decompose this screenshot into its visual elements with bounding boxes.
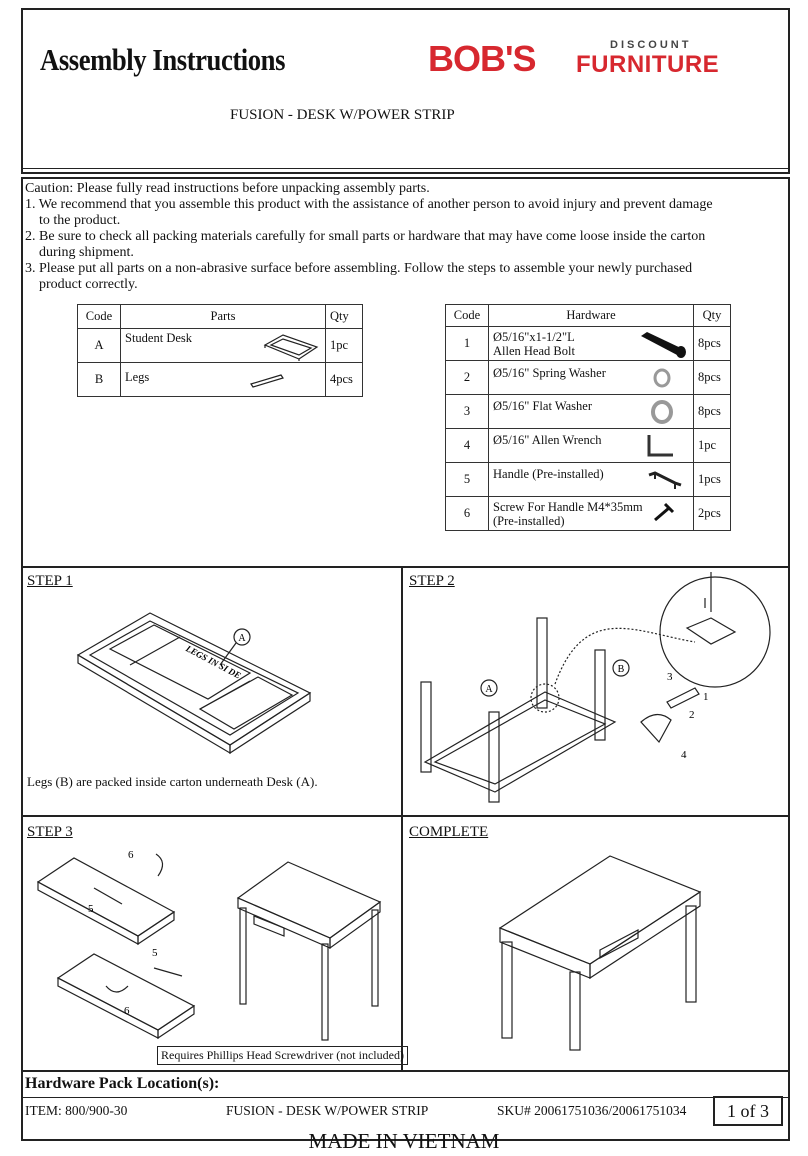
step3-num-5b: 5 — [152, 947, 158, 959]
complete-illustration — [498, 855, 702, 1051]
intro-text: Caution: Please fully read instructions … — [25, 181, 785, 293]
step1-note: Legs (B) are packed inside carton undern… — [27, 774, 318, 789]
hw-code-1: 1 — [445, 326, 489, 361]
step3-num-6a: 6 — [128, 849, 134, 861]
parts-name-desk: Student Desk — [125, 330, 193, 345]
step3-tool-note: Requires Phillips Head Screwdriver (not … — [157, 1046, 408, 1065]
parts-qty-b: 4pcs — [325, 362, 363, 397]
logo-furniture: FURNITURE — [576, 51, 720, 78]
logo-discount: DISCOUNT — [610, 39, 692, 51]
intro-item-2-cont: during shipment. — [39, 245, 134, 260]
footer-sku: SKU# 20061751036/20061751034 — [497, 1103, 687, 1118]
parts-qty-a: 1pc — [325, 328, 363, 363]
page-number: 1 of 3 — [713, 1096, 783, 1126]
parts-header-parts: Parts — [120, 304, 326, 329]
hw-qty-3: 8pcs — [693, 394, 731, 429]
hw-row-handle: Handle (Pre-installed) — [488, 462, 694, 497]
step2-num-2: 2 — [689, 709, 695, 721]
step3-label: STEP 3 — [27, 824, 73, 840]
step2-label: STEP 2 — [409, 573, 455, 589]
parts-code-b: B — [77, 362, 121, 397]
page-title: Assembly Instructions — [40, 42, 286, 77]
made-in: MADE IN VIETNAM — [308, 1129, 500, 1153]
header-box — [21, 8, 790, 174]
step2-num-4: 4 — [681, 749, 687, 761]
steps-vertical-line — [401, 566, 403, 1070]
hw-header-hardware: Hardware — [488, 304, 694, 327]
hw-name-2: Ø5/16" Spring Washer — [493, 365, 606, 380]
parts-row-desk: Student Desk — [120, 328, 326, 363]
hw-row-allen-wrench: Ø5/16" Allen Wrench — [488, 428, 694, 463]
screw-icon — [654, 502, 675, 521]
hw-name-5: Handle (Pre-installed) — [493, 466, 604, 481]
hw-code-6: 6 — [445, 496, 489, 531]
intro-item-3: 3. Please put all parts on a non-abrasiv… — [25, 261, 693, 276]
parts-header-qty: Qty — [325, 304, 363, 329]
hardware-pack-location: Hardware Pack Location(s): — [25, 1075, 220, 1092]
intro-item-2: 2. Be sure to check all packing material… — [25, 229, 706, 244]
hw-qty-1: 8pcs — [693, 326, 731, 361]
steps-bottom-line — [21, 1070, 790, 1072]
intro-item-3-cont: product correctly. — [39, 277, 138, 292]
step2-num-1: 1 — [703, 691, 709, 703]
hw-header-code: Code — [445, 304, 489, 327]
hw-name-3: Ø5/16" Flat Washer — [493, 398, 592, 413]
intro-item-1-cont: to the product. — [39, 213, 121, 228]
complete-label: COMPLETE — [409, 824, 489, 840]
hw-name-4: Ø5/16" Allen Wrench — [493, 432, 602, 447]
step3-illustration: 6 5 5 6 — [36, 849, 382, 1041]
hw-code-5: 5 — [445, 462, 489, 497]
step3-num-5a: 5 — [88, 903, 94, 915]
hw-name-1a: Ø5/16"x1-1/2"L — [493, 329, 575, 344]
allen-wrench-icon — [647, 434, 673, 456]
brand-logo: BOB'S DISCOUNT FURNITURE — [428, 38, 748, 80]
hw-name-1b: Allen Head Bolt — [493, 343, 575, 358]
step1-callout-a: A — [238, 633, 246, 644]
steps-middle-line — [21, 815, 790, 817]
hw-name-6b: (Pre-installed) — [493, 513, 565, 528]
parts-row-legs: Legs — [120, 362, 326, 397]
step2-callout-b: B — [618, 664, 625, 675]
parts-name-legs: Legs — [125, 369, 150, 384]
hw-row-screw: Screw For Handle M4*35mm (Pre-installed) — [488, 496, 694, 531]
caution-line: Caution: Please fully read instructions … — [25, 181, 430, 196]
intro-item-1: 1. We recommend that you assemble this p… — [25, 197, 713, 212]
footer-item: ITEM: 800/900-30 — [25, 1103, 128, 1118]
flat-washer-icon — [651, 399, 673, 424]
hardware-table: Code Hardware Qty 1 Ø5/16"x1-1/2"L Allen… — [445, 304, 731, 531]
header-inner-line — [21, 168, 790, 169]
bolt-icon — [641, 331, 686, 358]
footer-divider — [21, 1097, 790, 1098]
hw-qty-4: 1pc — [693, 428, 731, 463]
handle-icon — [648, 470, 682, 489]
hw-qty-2: 8pcs — [693, 360, 731, 395]
step1-illustration: A LEGS IN SI DE — [76, 612, 312, 755]
step2-callout-a: A — [485, 684, 493, 695]
leg-icon — [250, 373, 284, 388]
spring-washer-icon — [653, 368, 671, 387]
step1-label: STEP 1 — [27, 573, 73, 589]
hw-header-qty: Qty — [693, 304, 731, 327]
step2-num-3: 3 — [667, 671, 673, 683]
logo-bobs: BOB'S — [428, 38, 537, 79]
hw-row-spring-washer: Ø5/16" Spring Washer — [488, 360, 694, 395]
hw-row-flat-washer: Ø5/16" Flat Washer — [488, 394, 694, 429]
main-box — [21, 177, 790, 1141]
footer-product: FUSION - DESK W/POWER STRIP — [226, 1103, 429, 1118]
step2-illustration: A B 1 2 3 4 — [420, 572, 771, 803]
steps-top-line — [21, 566, 790, 568]
parts-code-a: A — [77, 328, 121, 363]
hw-code-3: 3 — [445, 394, 489, 429]
hw-code-4: 4 — [445, 428, 489, 463]
hw-qty-6: 2pcs — [693, 496, 731, 531]
parts-header-code: Code — [77, 304, 121, 329]
desk-top-icon — [263, 333, 319, 361]
hw-qty-5: 1pcs — [693, 462, 731, 497]
step3-num-6b: 6 — [124, 1005, 130, 1017]
hw-row-bolt: Ø5/16"x1-1/2"L Allen Head Bolt — [488, 326, 694, 361]
parts-table: Code Parts Qty A Student Desk 1pc B Legs… — [77, 304, 363, 397]
product-subtitle: FUSION - DESK W/POWER STRIP — [230, 107, 455, 123]
hw-code-2: 2 — [445, 360, 489, 395]
hw-name-6a: Screw For Handle M4*35mm — [493, 499, 643, 514]
